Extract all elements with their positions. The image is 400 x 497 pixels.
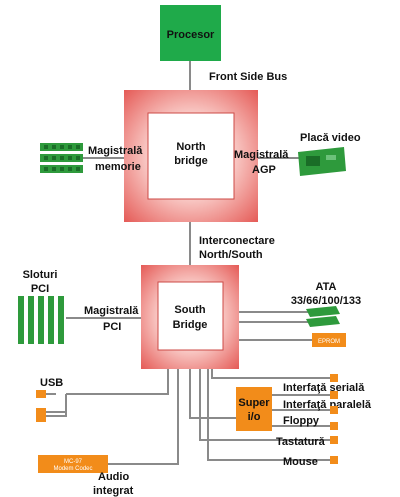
audio-chip-line2: Modem Codec (53, 466, 92, 472)
bus-lines (46, 60, 330, 465)
north-bridge: North bridge (124, 90, 258, 222)
north-bridge-line1: North (176, 141, 206, 153)
usb-ports-icon (36, 390, 46, 422)
floppy-label: Floppy (283, 415, 320, 427)
super-io-line2: i/o (248, 411, 261, 423)
processor: Procesor (160, 5, 221, 61)
south-bridge-line2: Bridge (173, 319, 208, 331)
mouse-label: Mouse (283, 456, 318, 468)
video-card-icon (298, 147, 346, 176)
usb-line (46, 368, 169, 417)
pci-bus-line2: PCI (103, 321, 121, 333)
interconnect-line2: North/South (199, 249, 263, 261)
south-bridge: South Bridge (141, 265, 239, 369)
interconnect-line1: Interconectare (199, 235, 275, 247)
ata-connector-icon (306, 306, 340, 327)
audio-line (108, 368, 179, 465)
serial-label: Interfaţă serială (283, 382, 365, 394)
superio-bus-line (211, 368, 330, 379)
keyboard-line (199, 368, 330, 441)
super-io-chip: Super i/o (236, 387, 272, 431)
agp-bus-line1: Magistrală (234, 149, 289, 161)
audio-chip-line1: MC-97 (64, 459, 83, 465)
eprom-chip: EPROM (312, 333, 346, 347)
agp-bus-line2: AGP (252, 164, 276, 176)
pci-slots-line2: PCI (31, 283, 49, 295)
ata-line1: ATA (316, 281, 337, 293)
pci-slots-icon (18, 296, 64, 344)
port-connectors-icon (330, 374, 338, 464)
processor-label: Procesor (167, 29, 215, 41)
pci-bus-line1: Magistrală (84, 305, 139, 317)
memory-bus-line1: Magistrală (88, 145, 143, 157)
super-io-line1: Super (238, 397, 270, 409)
ata-line2: 33/66/100/133 (291, 295, 361, 307)
parallel-label: Interfaţă paralelă (283, 399, 372, 411)
north-bridge-line2: bridge (174, 155, 208, 167)
audio-line2: integrat (93, 485, 134, 497)
audio-line1: Audio (98, 471, 129, 483)
mouse-line (207, 368, 330, 461)
south-bridge-line1: South (174, 304, 205, 316)
memory-modules-icon (40, 143, 83, 173)
usb-label: USB (40, 377, 63, 389)
super-io-line (189, 368, 236, 419)
audio-codec-chip: MC-97 Modem Codec (38, 455, 108, 473)
memory-bus-line2: memorie (95, 161, 141, 173)
video-card-label: Placă video (300, 132, 361, 144)
eprom-label: EPROM (318, 339, 340, 345)
front-side-bus-label: Front Side Bus (209, 71, 287, 83)
keyboard-label: Tastatură (276, 436, 326, 448)
pci-slots-line1: Sloturi (23, 269, 58, 281)
